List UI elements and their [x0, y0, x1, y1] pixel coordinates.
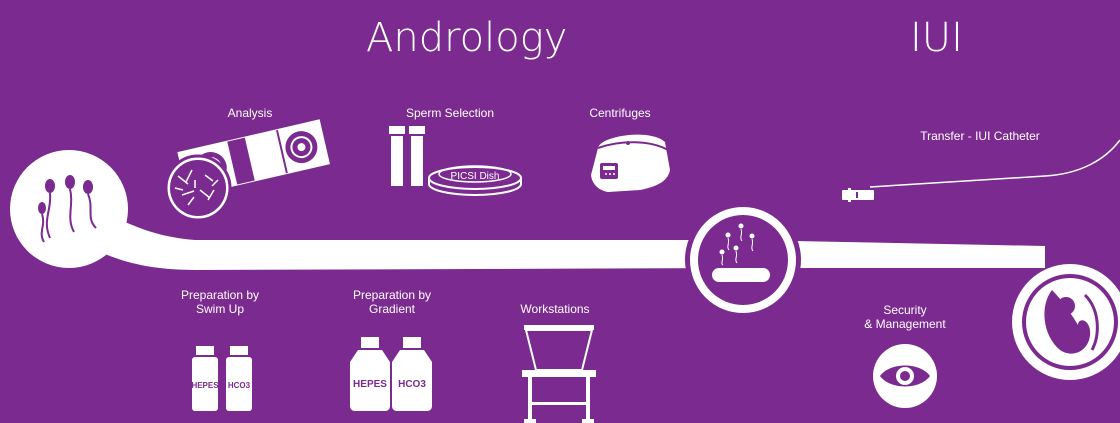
security-label-line1: Security — [883, 303, 927, 317]
media-bottle-icon — [350, 337, 432, 411]
workstation-icon — [522, 325, 596, 423]
swim-up-label-line1: Preparation by — [180, 288, 260, 302]
workstations-label: Workstations — [520, 302, 590, 316]
picsi-dish-label: PICSI Dish — [451, 171, 500, 182]
gradient-label-line2: Gradient — [368, 302, 416, 316]
gradient-hco3-label: HCO3 — [398, 379, 426, 390]
andrology-heading: Andrology — [366, 15, 568, 61]
workflow-path — [92, 212, 1045, 270]
swim-up-hepes-label: HEPES — [191, 381, 219, 390]
gradient-hepes-label: HEPES — [353, 379, 387, 390]
centrifuge-icon — [591, 134, 670, 192]
security-management-label: Security & Management — [850, 303, 960, 331]
sperm-stage-circle-icon — [685, 202, 801, 318]
swim-up-label: Preparation by Swim Up — [170, 288, 270, 316]
iui-catheter-icon — [842, 139, 1120, 202]
media-bottle-icon — [192, 346, 252, 411]
security-label-line2: & Management — [864, 317, 946, 331]
picsi-dish-icon — [428, 165, 522, 196]
eye-icon — [873, 344, 937, 408]
sperm-selection-label: Sperm Selection — [405, 106, 495, 120]
centrifuges-label: Centrifuges — [589, 106, 651, 120]
sperm-circle-icon — [10, 150, 128, 268]
transfer-iui-catheter-label: Transfer - IUI Catheter — [920, 129, 1040, 143]
gradient-label-line1: Preparation by — [352, 288, 432, 302]
analysis-label: Analysis — [227, 106, 273, 120]
swim-up-hco3-label: HCO3 — [228, 381, 251, 390]
sperm-selection-tubes-icon — [389, 126, 425, 186]
iui-heading: IUI — [910, 15, 963, 61]
analysis-slide-icon — [164, 116, 333, 222]
swim-up-label-line2: Swim Up — [195, 302, 244, 316]
fetus-circle-icon — [1012, 264, 1120, 380]
gradient-label: Preparation by Gradient — [342, 288, 442, 316]
